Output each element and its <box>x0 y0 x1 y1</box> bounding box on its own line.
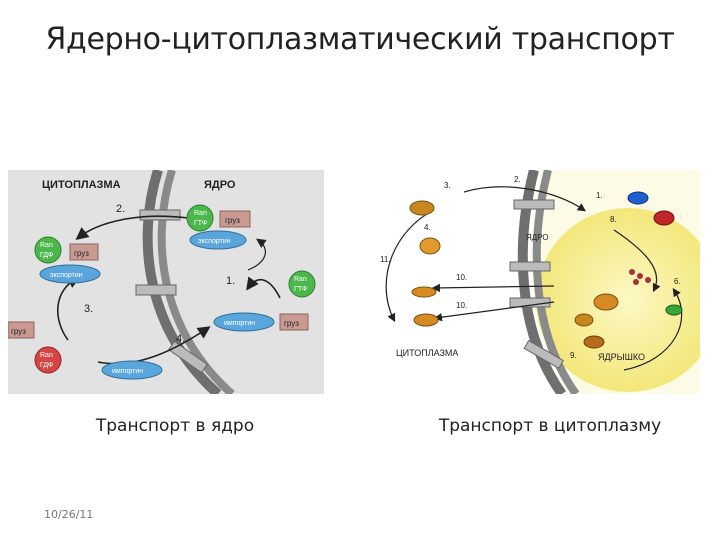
nuclear-envelope-inner <box>532 169 580 397</box>
exportin-label: экспортин <box>50 272 83 279</box>
region-label-nucleus: ЯДРО <box>526 233 549 242</box>
nuclear-pore <box>168 340 208 374</box>
rnp-granule <box>419 237 441 255</box>
region-label-nucleolus: ЯДРЫШКО <box>598 352 645 362</box>
cargo-block <box>69 243 99 261</box>
importin-label: импортин <box>112 368 143 375</box>
cargo-block <box>7 321 35 339</box>
recycle-arrow <box>57 276 81 341</box>
ran-gtp-label: Ran <box>40 242 53 249</box>
caption-nuclear-export: Транспорт в цитоплазму <box>438 416 662 436</box>
rnp-granule <box>411 286 437 298</box>
rna-import-arrow <box>463 186 586 212</box>
exportin-ellipse <box>189 230 247 250</box>
importin-label: импортин <box>224 320 255 327</box>
cargo-block <box>219 210 251 228</box>
nuclear-envelope-outer <box>142 168 222 398</box>
importin-ellipse <box>101 360 163 380</box>
ran-gtp-molecule <box>627 191 649 205</box>
nuclear-pore <box>523 339 565 370</box>
cargo-label: груз <box>74 249 89 258</box>
step-label: 2. <box>514 175 521 184</box>
step-label: 8. <box>610 215 617 224</box>
step-label: 10. <box>456 301 467 310</box>
ran-gtp-molecule <box>288 270 316 298</box>
region-label-cytoplasm: ЦИТОПЛАЗМА <box>42 179 121 191</box>
pre-ribosome-particle <box>593 293 619 311</box>
rna-export-arrow <box>433 301 555 322</box>
nuclear-import-diagram: ЦИТОПЛАЗМА ЯДРО 2. 1. 3. 4. Ran ГТФ груз… <box>7 168 324 398</box>
ran-gdp-label: ГДФ <box>40 362 53 369</box>
step-label: 2. <box>116 203 125 215</box>
pre-ribosome-particle <box>574 313 594 327</box>
step-label: 1. <box>226 275 235 287</box>
step-label: 9. <box>570 351 577 360</box>
cargo-label: груз <box>284 319 299 328</box>
nucleolus-region <box>536 208 720 392</box>
ran-gtp-molecule <box>186 204 214 232</box>
nuclear-import-svg: ЦИТОПЛАЗМА ЯДРО 2. 1. 3. 4. Ran ГТФ груз… <box>7 168 316 398</box>
ran-gtp-label: ГТФ <box>294 286 307 293</box>
ran-gtp-label: Ran <box>294 276 307 283</box>
nuclear-export-diagram: ЯДРО ЦИТОПЛАЗМА ЯДРЫШКО 3. 2. 1. 4. 11. … <box>374 168 720 397</box>
caption-nuclear-import: Транспорт в ядро <box>95 416 255 436</box>
step-label: 3. <box>84 303 93 315</box>
step-label: 11. <box>380 255 391 264</box>
rrna-dot <box>637 273 643 279</box>
cargo-label: груз <box>225 216 240 225</box>
rna-export-arrow <box>431 283 555 293</box>
nuclear-pore <box>513 199 555 210</box>
rna-export-arrow <box>385 209 435 323</box>
exportin-ellipse <box>39 264 101 284</box>
step-label: 4. <box>176 333 185 345</box>
nuclear-protein <box>665 304 683 316</box>
nuclear-envelope-inner <box>157 168 235 397</box>
rnp-granule <box>409 200 435 216</box>
processing-arrow <box>613 229 661 293</box>
nuclear-pore <box>135 284 177 296</box>
nuclear-export-svg: ЯДРО ЦИТОПЛАЗМА ЯДРЫШКО 3. 2. 1. 4. 11. … <box>380 168 720 397</box>
export-arrow <box>75 215 189 240</box>
nuclear-envelope-outer <box>517 168 567 397</box>
ran-gtp-molecule <box>34 236 62 264</box>
pre-ribosome-particle <box>583 335 605 349</box>
rrna-dot <box>629 269 635 275</box>
step-label: 6. <box>674 277 681 286</box>
cargo-label: груз <box>11 327 26 336</box>
rrna-dot <box>645 277 651 283</box>
region-label-nucleus: ЯДРО <box>204 179 236 191</box>
slide-title: Ядерно-цитоплазматический транспорт <box>45 22 675 57</box>
dissociation-arrow <box>246 276 281 299</box>
ran-gdp-label: Ran <box>40 352 53 359</box>
step-label: 10. <box>456 273 467 282</box>
rotation-arrow <box>247 238 267 271</box>
nuclear-pore <box>509 261 551 272</box>
slide-date: 10/26/11 <box>44 508 94 521</box>
step-label: 1. <box>596 191 603 200</box>
region-label-cytoplasm: ЦИТОПЛАЗМА <box>396 348 458 358</box>
exportin-label: экспортин <box>198 238 231 245</box>
rrna-dot <box>633 279 639 285</box>
step-label: 3. <box>444 181 451 190</box>
ran-gdp-molecule <box>653 210 675 226</box>
ran-gtp-label: Ran <box>194 210 207 217</box>
ran-gtp-label: ГТФ <box>194 220 207 227</box>
processing-arrow <box>623 288 683 371</box>
rnp-granule <box>413 313 439 327</box>
nuclear-pore <box>139 209 181 221</box>
importin-ellipse <box>213 312 275 332</box>
cargo-block <box>279 313 309 331</box>
ran-gtp-label: ГДФ <box>40 252 53 259</box>
ran-gdp-molecule <box>34 346 62 374</box>
step-label: 4. <box>424 223 431 232</box>
